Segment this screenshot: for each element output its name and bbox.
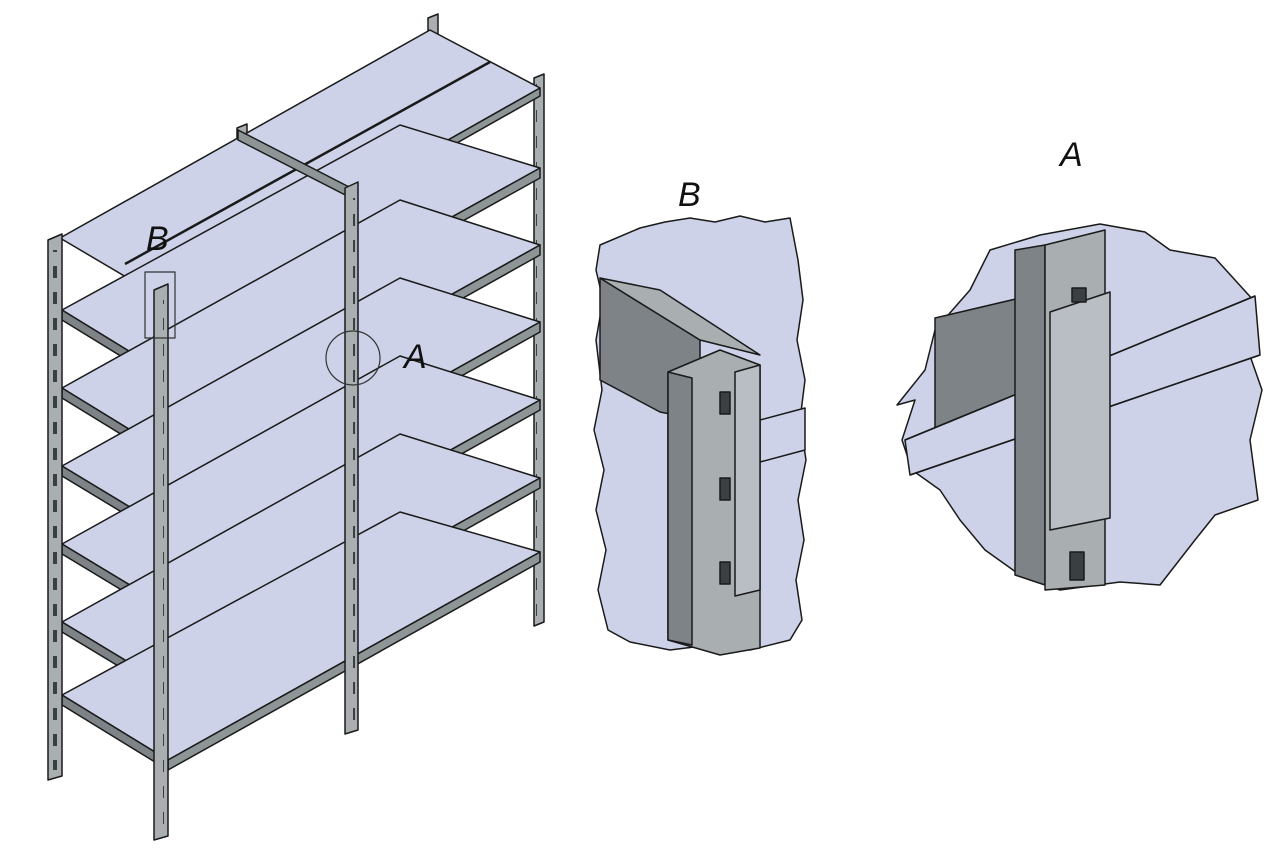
callout-circle-a [325, 330, 381, 386]
detail-a-post [1014, 244, 1046, 586]
callout-box-b [144, 271, 176, 339]
detail-label-a: A [1060, 136, 1083, 174]
detail-b [593, 215, 807, 656]
shelving-unit-overview [47, 13, 545, 841]
detail-label-b: B [678, 176, 701, 214]
shelves [59, 29, 541, 771]
overview-label-a: A [404, 338, 427, 376]
front-posts [47, 181, 359, 841]
overview-label-b: B [146, 220, 169, 258]
detail-a [896, 223, 1263, 591]
